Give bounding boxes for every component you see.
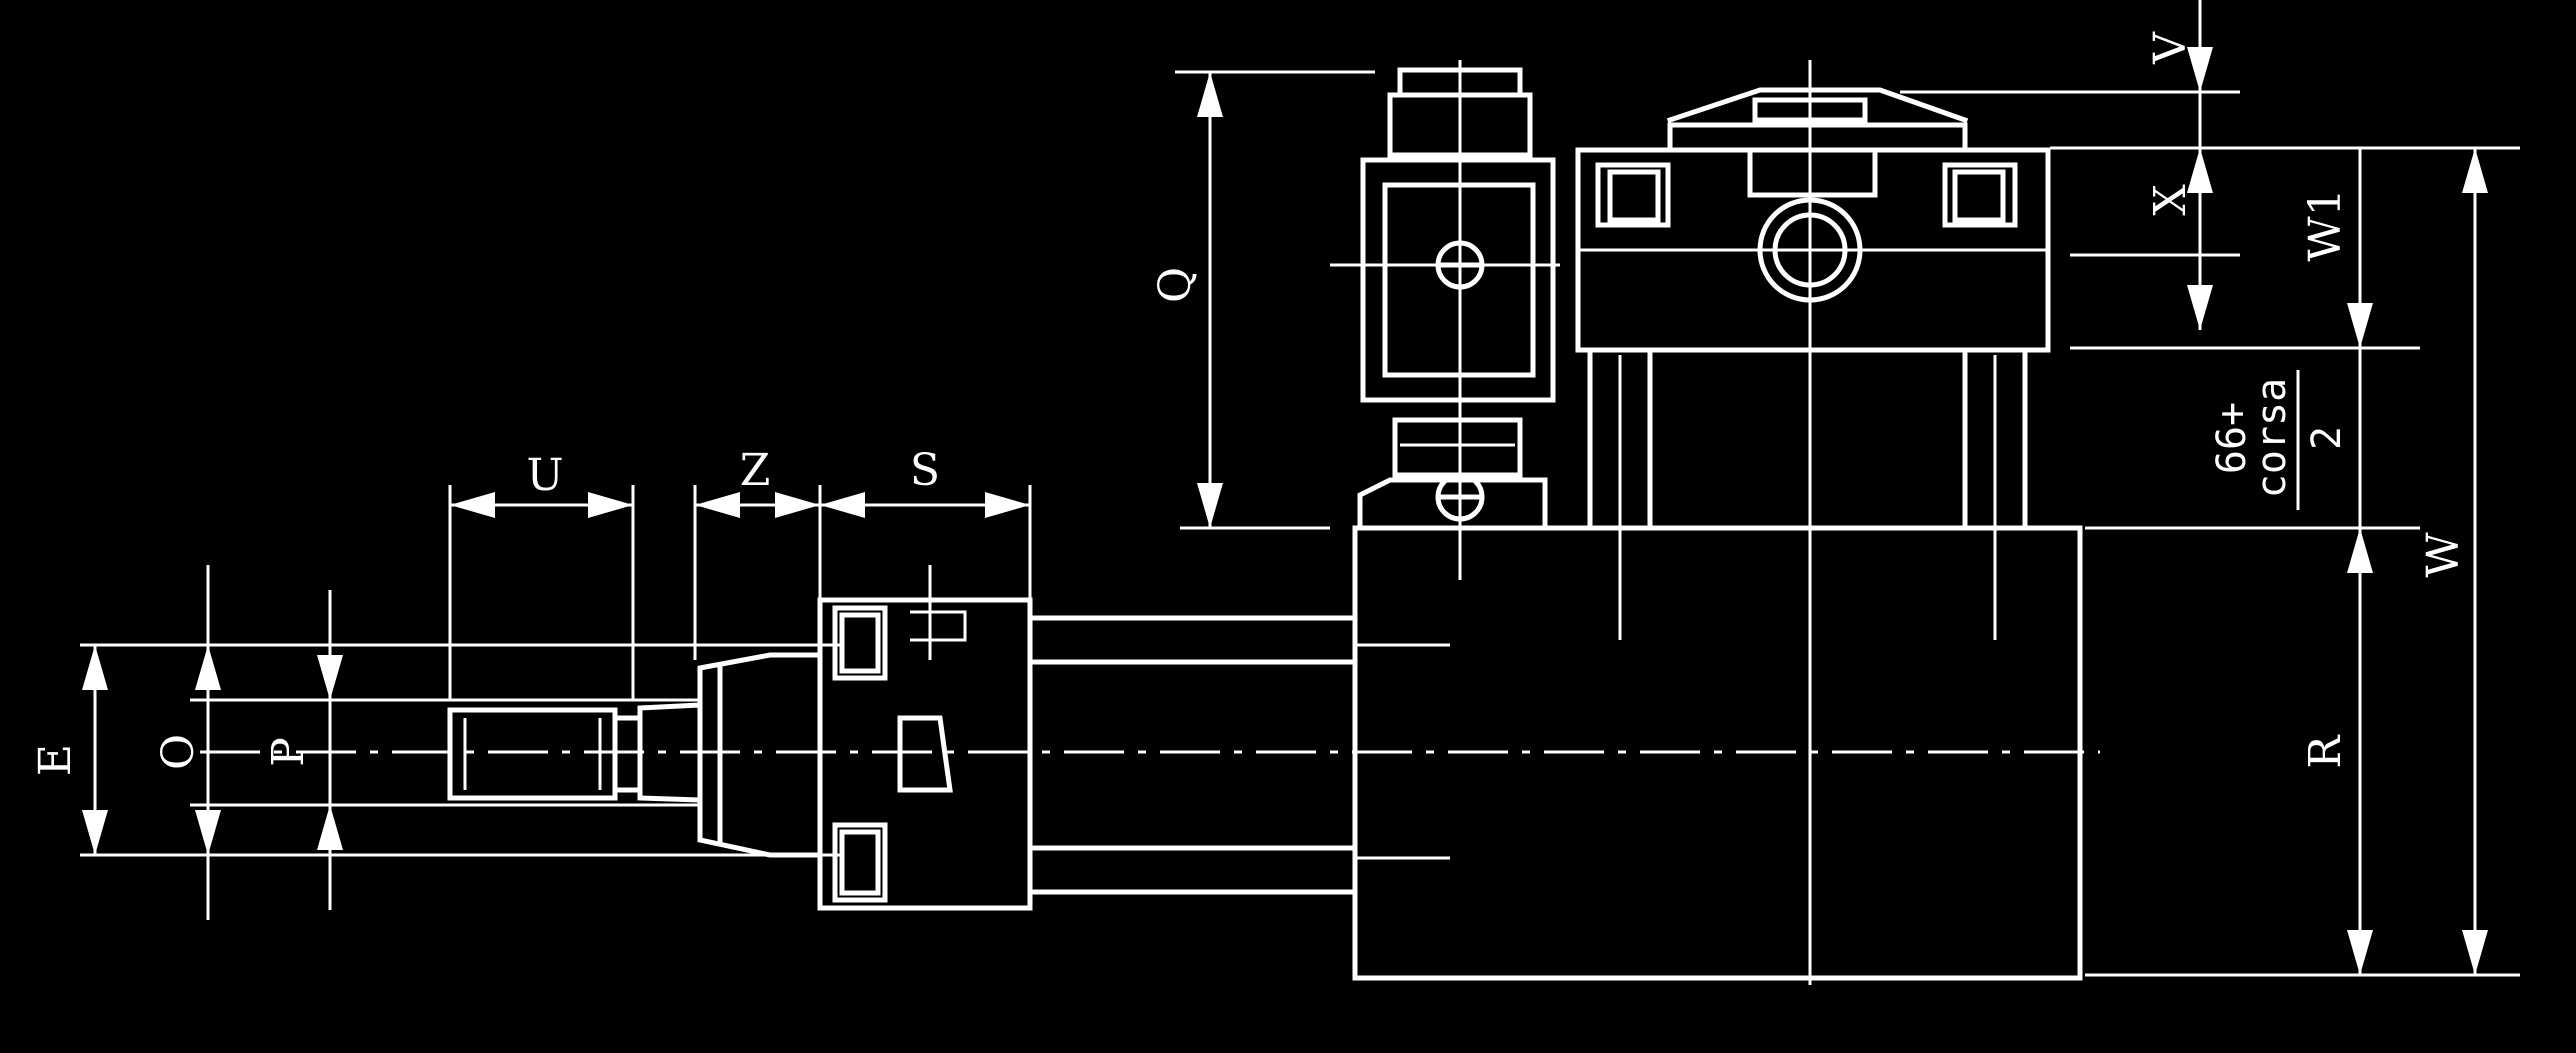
valve-unit bbox=[1330, 60, 1560, 580]
stroke-numerator-line1: 66+ bbox=[2209, 402, 2255, 474]
label-X: X bbox=[2145, 184, 2196, 216]
label-R: R bbox=[2300, 734, 2351, 769]
dimension-W bbox=[2462, 148, 2488, 975]
main-body bbox=[1352, 60, 2083, 985]
dimension-R bbox=[2347, 528, 2373, 975]
label-Z: Z bbox=[740, 445, 771, 496]
upper-cylinder-head bbox=[1575, 87, 2051, 531]
rod-nut bbox=[637, 652, 823, 858]
dimension-O bbox=[195, 645, 221, 855]
label-U: U bbox=[526, 450, 563, 501]
label-S: S bbox=[910, 445, 940, 496]
dimension-Z bbox=[695, 492, 820, 518]
threaded-rod-end bbox=[447, 707, 643, 801]
label-stroke-formula: 66+ corsa 2 bbox=[2209, 370, 2350, 510]
dimension-W1 bbox=[2347, 148, 2373, 348]
label-V: V bbox=[2145, 31, 2196, 65]
extension-lines-right bbox=[1175, 70, 2520, 977]
dimension-E bbox=[82, 645, 108, 855]
stroke-denominator: 2 bbox=[2304, 426, 2350, 450]
label-W: W bbox=[2418, 532, 2469, 578]
label-O: O bbox=[153, 734, 204, 770]
cylinder-barrel bbox=[1027, 615, 1450, 895]
front-flange bbox=[817, 565, 1033, 911]
label-W1: W1 bbox=[2300, 188, 2351, 261]
label-Q: Q bbox=[1150, 267, 1201, 303]
stroke-numerator-line2: corsa bbox=[2249, 378, 2295, 498]
label-P: P bbox=[263, 737, 314, 767]
dimension-U bbox=[450, 492, 633, 518]
dimension-S bbox=[820, 492, 1030, 518]
dimension-X bbox=[2187, 148, 2213, 330]
label-E: E bbox=[30, 744, 81, 776]
dimension-Q bbox=[1197, 72, 1223, 528]
dimension-P bbox=[317, 645, 343, 855]
